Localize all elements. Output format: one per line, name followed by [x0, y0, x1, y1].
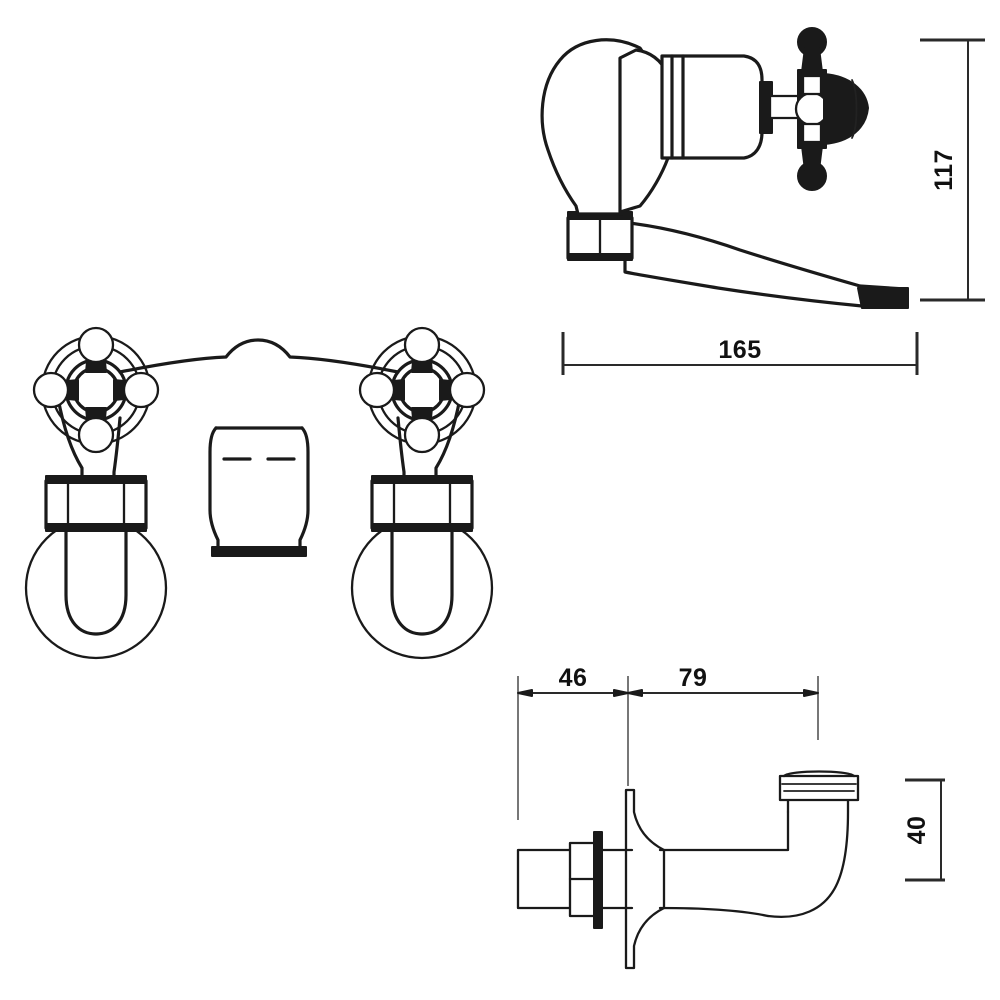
- front-right-cross-hub: [398, 366, 446, 414]
- cartridge-barrel-side: [660, 54, 764, 160]
- view-side-elevation: [540, 27, 909, 309]
- dim79-arrow-right: [803, 689, 819, 697]
- front-right-handle-assembly: [350, 326, 494, 660]
- front-right-tap-body: [390, 523, 454, 636]
- front-right-cross-ball-down: [403, 416, 441, 454]
- plan-spout-body: [658, 810, 790, 918]
- dome-cap-highlight: [851, 79, 858, 139]
- front-spout-column-left: [208, 426, 220, 550]
- front-left-handle-assembly: [24, 326, 168, 660]
- plan-washer-plate: [593, 831, 603, 929]
- dimension-46-79: 46 79: [517, 664, 819, 820]
- dim165-label: 165: [718, 336, 761, 364]
- plan-spout-elbow: [766, 796, 850, 918]
- dim117-label: 117: [930, 149, 958, 191]
- front-left-tap-body: [64, 523, 128, 636]
- front-right-branch: [434, 396, 462, 482]
- dimension-165: 165: [561, 332, 919, 375]
- front-left-hex-nut-bottom-band: [45, 523, 147, 532]
- front-left-hex-nut: [44, 479, 148, 530]
- front-spout-column-right: [298, 426, 310, 550]
- front-left-cross-hub: [72, 366, 120, 414]
- view-front-elevation: [24, 326, 494, 660]
- front-right-hex-nut-top-band: [371, 475, 473, 484]
- front-right-hex-nut: [370, 479, 474, 530]
- dim40-label: 40: [903, 816, 931, 845]
- front-left-cross-ball-up: [77, 326, 115, 364]
- front-spout-base-plate: [211, 546, 307, 557]
- plan-outlet-collar: [778, 774, 860, 802]
- front-right-cross-ball-right: [448, 371, 486, 409]
- hex-nut-bottom-band: [567, 253, 633, 261]
- front-left-cross-ball-down: [77, 416, 115, 454]
- dim79-label: 79: [679, 664, 708, 692]
- front-left-cross-ball-left: [32, 371, 70, 409]
- spout-outlet-aerator: [857, 287, 909, 309]
- crosshead-neck-bottom-side: [801, 145, 823, 171]
- front-left-hex-nut-top-band: [45, 475, 147, 484]
- front-right-cross-ball-left: [358, 371, 396, 409]
- stem-collar-side: [759, 81, 773, 134]
- dim79-arrow-left: [627, 689, 643, 697]
- plan-outlet-lip: [782, 770, 856, 778]
- front-left-cross-ball-right: [122, 371, 160, 409]
- front-right-cross-ball-up: [403, 326, 441, 364]
- crosshead-neck-top-side: [801, 47, 823, 73]
- dim46-arrow-left: [517, 689, 533, 697]
- dim46-arrow-right: [613, 689, 629, 697]
- dimension-117: 117: [920, 38, 985, 302]
- front-left-branch: [56, 396, 84, 482]
- front-right-branch-inner: [396, 416, 406, 482]
- dim46-label: 46: [559, 664, 588, 692]
- front-right-hex-nut-bottom-band: [371, 523, 473, 532]
- front-body-bridge: [118, 338, 400, 374]
- crosshead-slot-lower: [801, 122, 823, 144]
- front-left-branch-inner: [112, 416, 122, 482]
- crosshead-slot-upper: [801, 74, 823, 96]
- view-plan-section: [516, 770, 860, 970]
- handle-dome-cap-side: [823, 73, 869, 145]
- dimension-40: 40: [903, 778, 945, 882]
